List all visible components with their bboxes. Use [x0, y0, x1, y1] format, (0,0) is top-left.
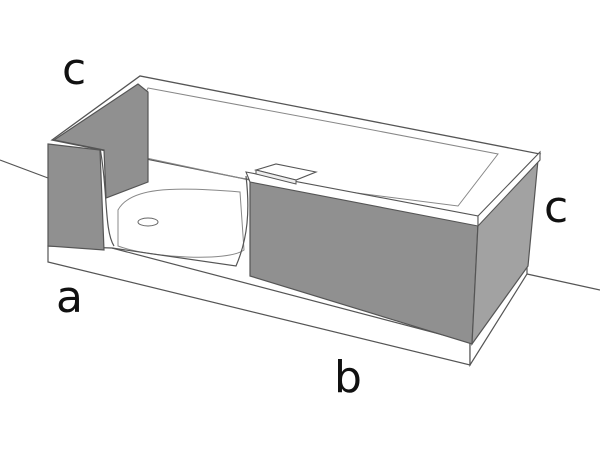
label-c-right: c	[544, 182, 568, 233]
label-b: b	[334, 352, 362, 403]
rim-edge-side	[477, 150, 541, 228]
floor-line	[526, 273, 600, 291]
panel-c-front-left	[47, 143, 105, 251]
wall-line	[0, 159, 49, 179]
door-handle	[253, 163, 318, 185]
door-edge-right	[111, 175, 249, 267]
tub-floor	[117, 188, 245, 258]
drain-hole	[137, 217, 159, 227]
door-edge-left	[99, 147, 115, 247]
label-a: a	[56, 272, 83, 323]
panel-c-back	[52, 83, 149, 199]
label-c-top-left: c	[62, 44, 86, 95]
